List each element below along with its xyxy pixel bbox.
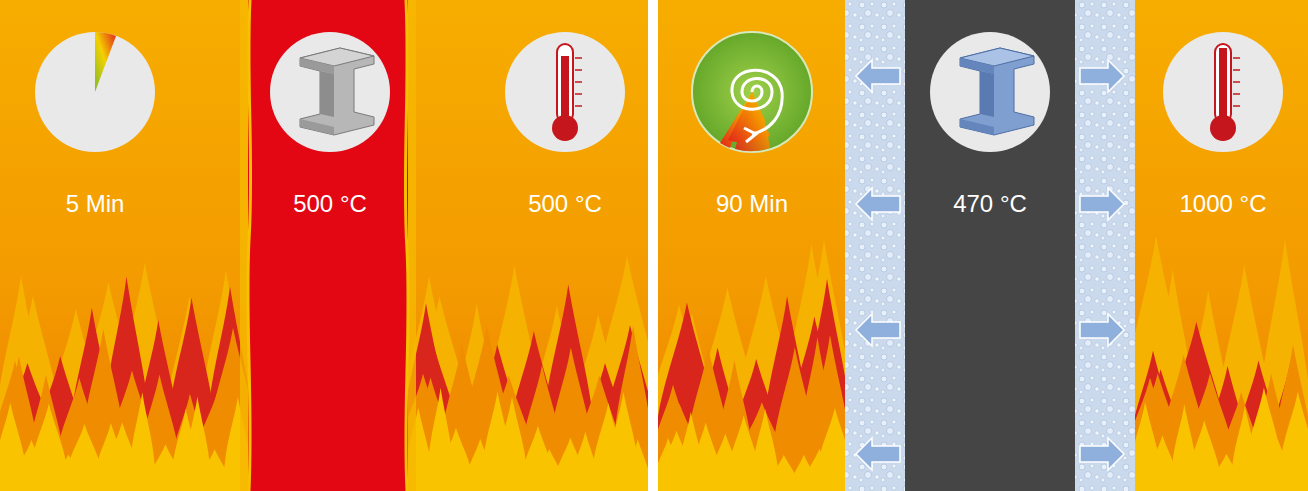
flame bbox=[1279, 426, 1308, 491]
flame bbox=[624, 439, 648, 491]
glow-edge bbox=[405, 0, 408, 491]
protected-steel-band bbox=[905, 0, 1075, 491]
flame bbox=[1278, 392, 1308, 491]
flames bbox=[394, 256, 648, 491]
glow-edge bbox=[248, 0, 251, 491]
extended-clock-icon bbox=[692, 32, 812, 152]
caption-label: 5 Min bbox=[66, 190, 125, 218]
glow bbox=[240, 0, 416, 491]
intumescent-layer bbox=[1075, 0, 1135, 491]
caption-label: 500 °C bbox=[293, 190, 367, 218]
heated-steel-band bbox=[248, 0, 408, 491]
caption-label: 1000 °C bbox=[1180, 190, 1267, 218]
flames bbox=[0, 262, 262, 491]
thermometer-icon bbox=[505, 32, 625, 152]
intumescent-layer bbox=[845, 0, 905, 491]
flames bbox=[1117, 235, 1308, 491]
thermometer-icon bbox=[1163, 32, 1283, 152]
caption-label: 90 Min bbox=[716, 190, 788, 218]
clock-icon bbox=[35, 32, 155, 152]
caption-label: 470 °C bbox=[953, 190, 1027, 218]
caption-label: 500 °C bbox=[528, 190, 602, 218]
flame bbox=[586, 256, 648, 491]
steel-beam-icon bbox=[930, 32, 1050, 152]
flames bbox=[658, 239, 858, 491]
steel-beam-icon bbox=[270, 32, 390, 152]
